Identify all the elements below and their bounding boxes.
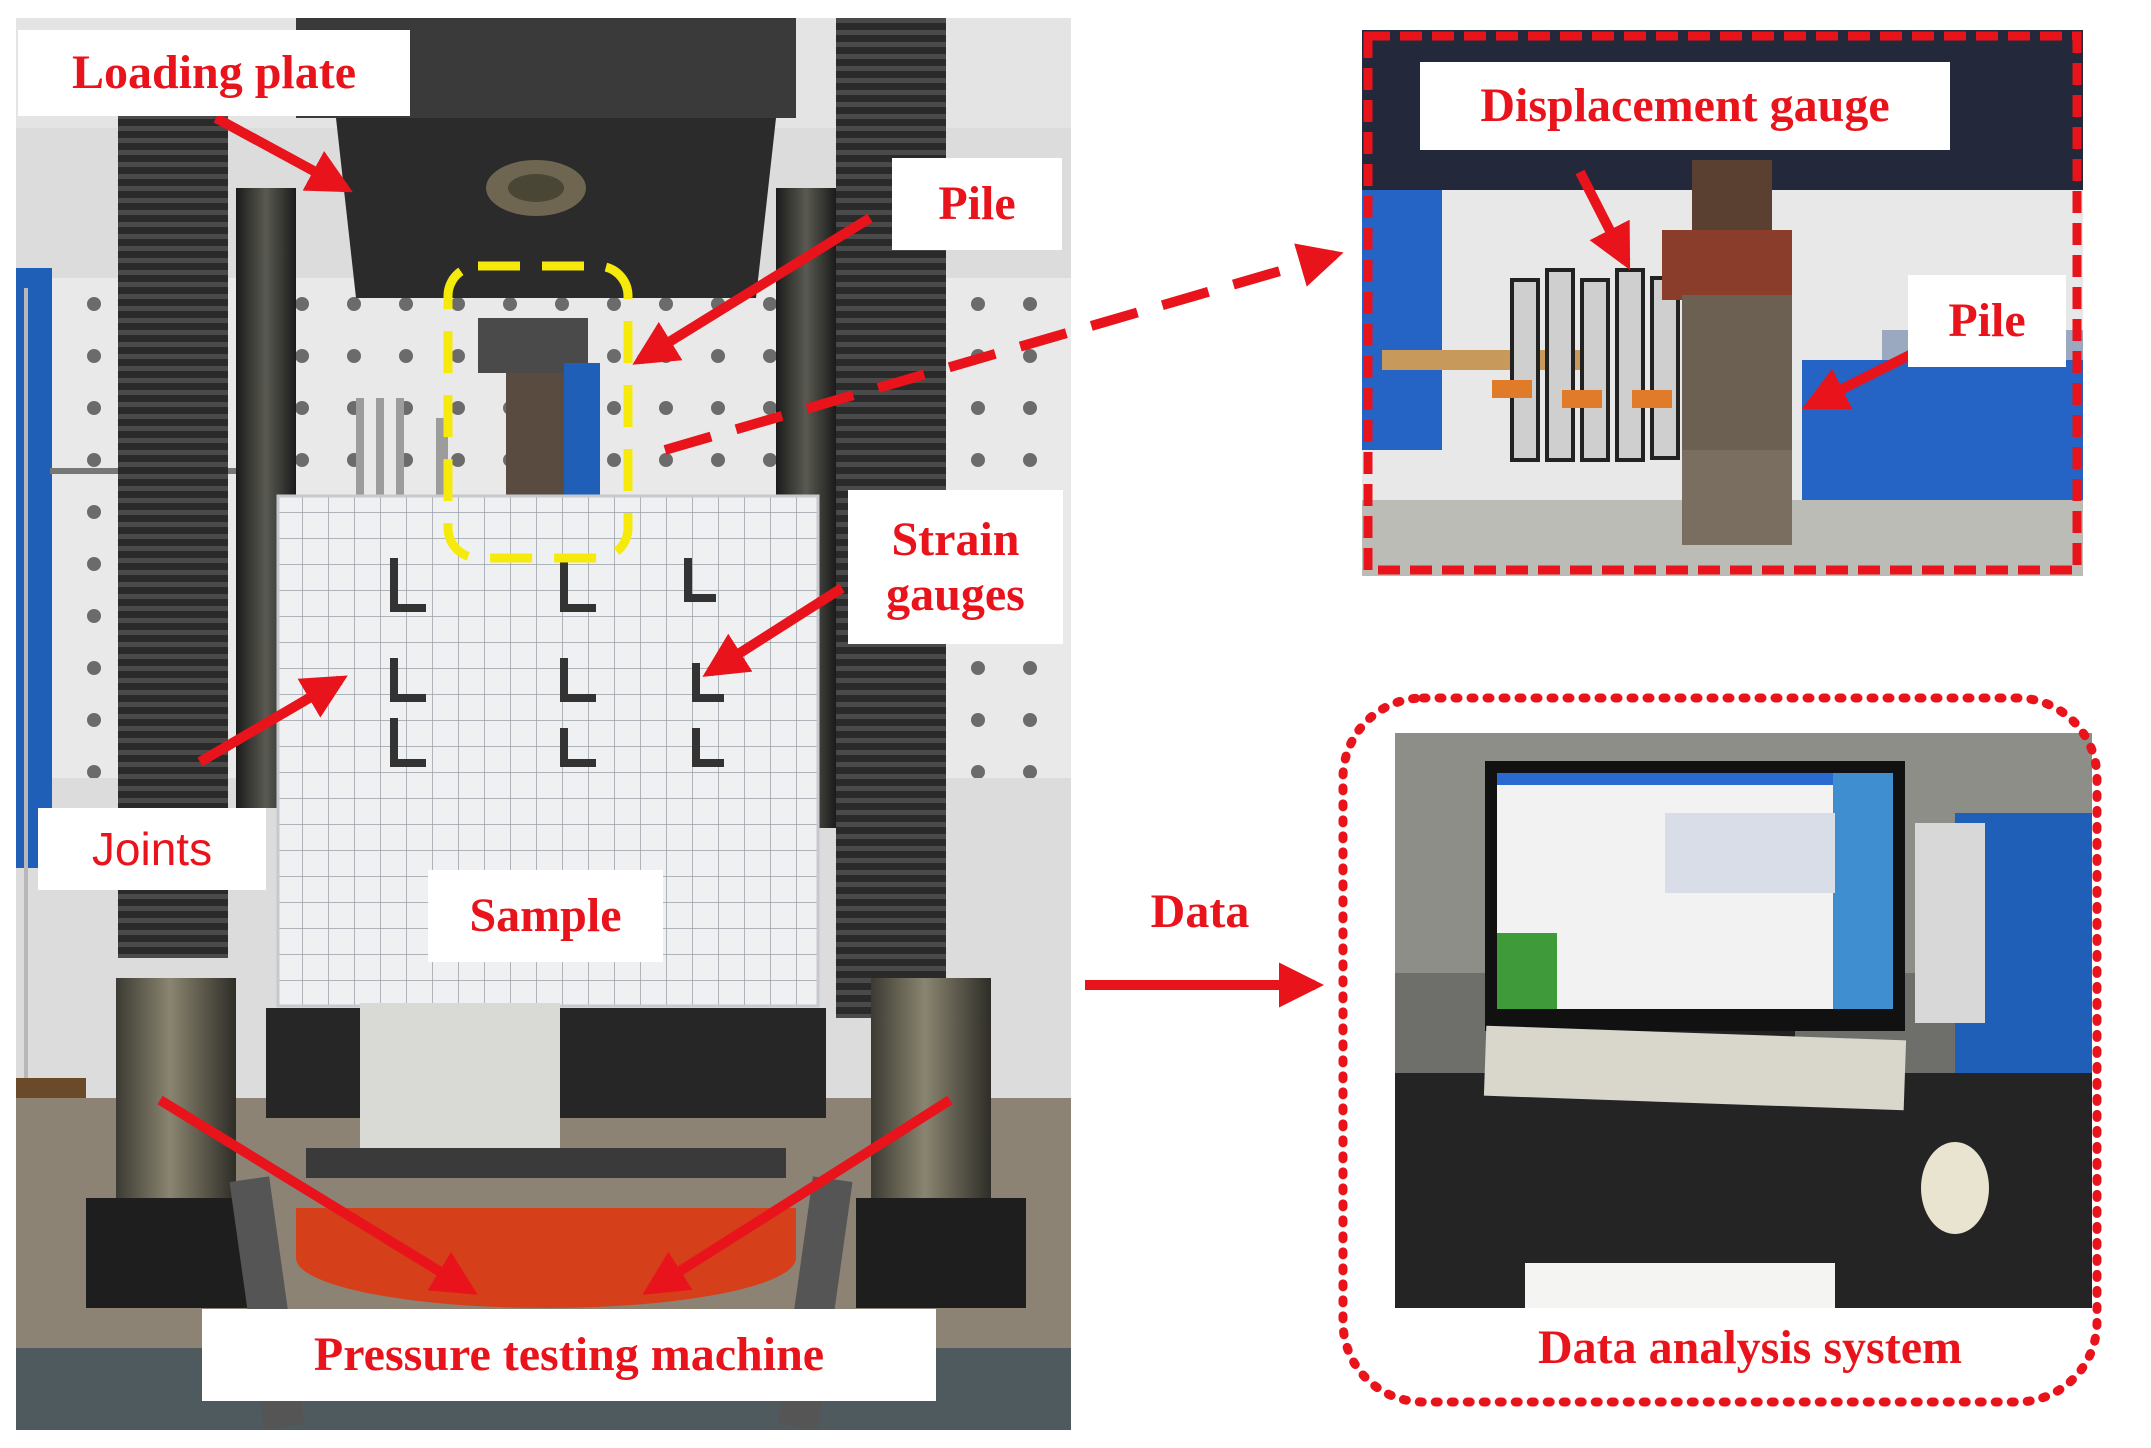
label-loading-plate: Loading plate	[18, 30, 410, 116]
label-pressure-testing-machine: Pressure testing machine	[202, 1309, 936, 1401]
label-strain-gauges: Strain gauges	[848, 490, 1063, 644]
label-sample: Sample	[428, 870, 663, 962]
arrow-loading-plate	[213, 113, 353, 193]
computer-photo	[1395, 733, 2092, 1308]
detail-photo-frame	[1363, 31, 2082, 575]
arrow-machine-left	[157, 1095, 478, 1295]
label-displacement-gauge: Displacement gauge	[1420, 62, 1950, 150]
label-pile-detail: Pile	[1908, 275, 2066, 367]
label-pile: Pile	[892, 158, 1062, 250]
arrow-zoom-dashed	[663, 243, 1344, 455]
label-joints: Joints	[38, 808, 266, 890]
computer-workstation-photo	[1395, 733, 2092, 1308]
arrow-strain-gauges	[702, 583, 845, 677]
arrow-pile	[632, 213, 873, 365]
label-data: Data	[1150, 885, 1250, 939]
arrow-machine-right	[642, 1095, 953, 1295]
computer-photo-frame	[1338, 693, 2102, 1407]
arrow-joints	[197, 675, 348, 767]
arrow-displacement-gauge	[1575, 169, 1631, 271]
label-data-analysis-system: Data analysis system	[1537, 1321, 1962, 1375]
arrow-pile-detail	[1801, 345, 1923, 410]
